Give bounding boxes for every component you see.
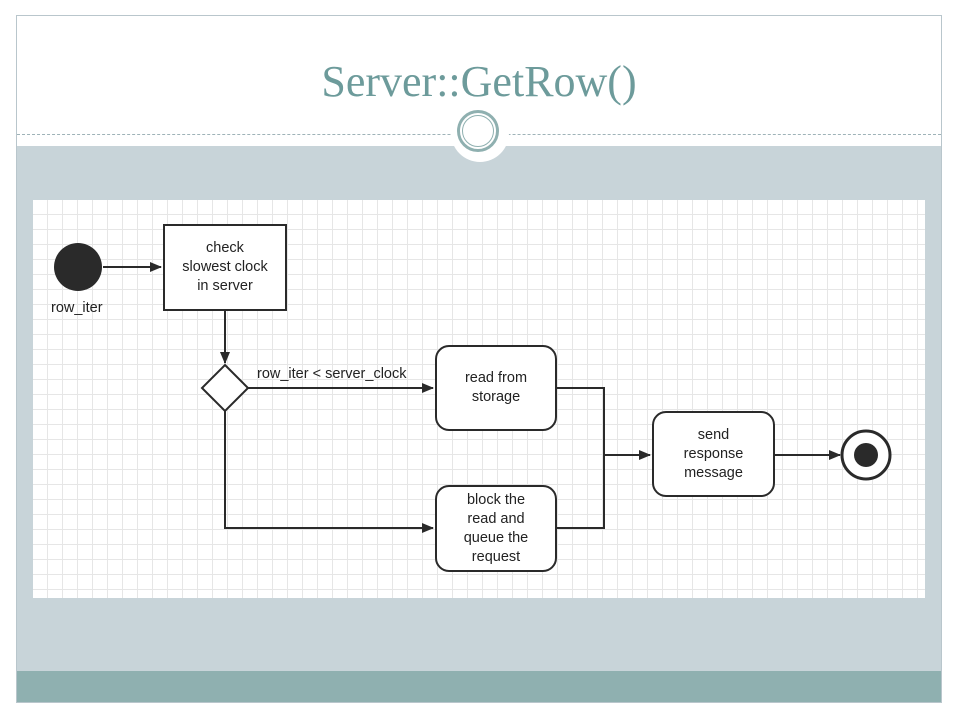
initial-node: [54, 243, 102, 291]
slide-title: Server::GetRow(): [321, 57, 637, 106]
check-slowest-clock-node: check slowest clock in server: [163, 224, 287, 311]
slide-frame: [16, 15, 942, 703]
circle-ornament-inner: [462, 115, 494, 147]
block-read-node: block the read and queue the request: [435, 485, 557, 572]
final-node-core: [854, 443, 878, 467]
diagram-edges: [54, 243, 892, 533]
edge-read-to-merge: [557, 387, 605, 529]
activity-diagram: row_iter row_iter < server_clock check s…: [33, 200, 925, 598]
read-from-storage-node: read from storage: [435, 345, 557, 431]
footer-band: [17, 671, 941, 702]
edge-decision-to-block: [224, 411, 434, 533]
start-label: row_iter: [51, 300, 103, 316]
send-response-node: send response message: [652, 411, 775, 497]
condition-label: row_iter < server_clock: [257, 366, 407, 382]
decision-node: [200, 363, 250, 413]
